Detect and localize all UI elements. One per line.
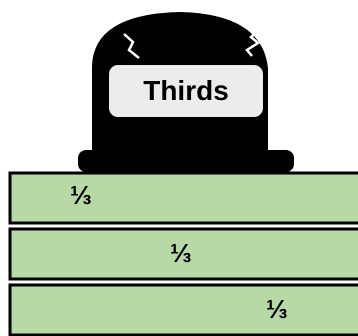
crack-right — [245, 29, 261, 57]
third-bar-2 — [8, 227, 358, 281]
cap-base — [78, 150, 294, 172]
third-bar-3 — [8, 283, 358, 336]
fraction-label-1: ⅓ — [70, 180, 92, 210]
title-label: Thirds — [143, 75, 229, 106]
title-box — [107, 63, 265, 119]
fraction-label-2: ⅓ — [170, 238, 192, 268]
third-bar-1 — [8, 171, 358, 225]
crack-left — [123, 33, 140, 59]
fraction-label-3: ⅓ — [266, 294, 288, 324]
